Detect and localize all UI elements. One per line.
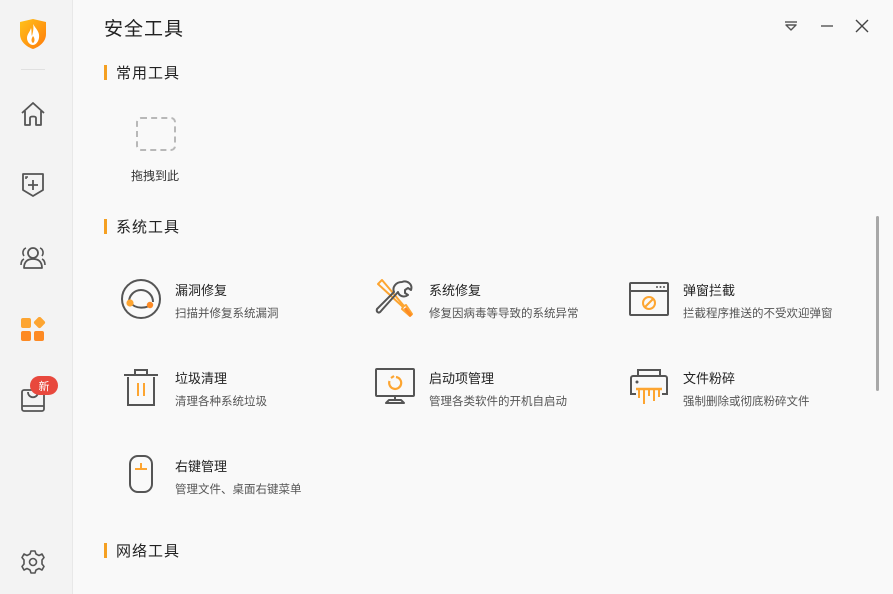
tool-desc: 拦截程序推送的不受欢迎弹窗 [683,306,833,320]
tool-desc: 管理文件、桌面右键菜单 [175,482,302,496]
section-title-common: 常用工具 [104,62,180,83]
tool-context-menu[interactable]: 右键管理 管理文件、桌面右键菜单 [119,455,302,498]
vulnerability-fix-icon [119,277,163,321]
tool-name: 弹窗拦截 [683,284,736,299]
drop-zone-label: 拖拽到此 [131,169,180,183]
tool-desc: 扫描并修复系统漏洞 [175,306,279,320]
menu-dropdown-button[interactable] [781,16,801,36]
tool-junk-clean[interactable]: 垃圾清理 清理各种系统垃圾 [119,369,267,410]
minimize-button[interactable] [817,16,837,36]
tool-name: 垃圾清理 [175,372,228,387]
tool-startup-manage[interactable]: 启动项管理 管理各类软件的开机自启动 [373,368,567,410]
users-icon [20,247,46,269]
mouse-icon [119,453,163,497]
vertical-scrollbar[interactable] [876,216,879,391]
tool-name: 文件粉碎 [683,372,736,387]
sidebar-item-home[interactable] [17,98,49,130]
tool-name: 右键管理 [175,460,228,475]
sidebar-item-protection[interactable] [17,169,49,201]
shredder-icon [627,365,671,409]
settings-button[interactable] [17,546,49,578]
tool-popup-block[interactable]: 弹窗拦截 拦截程序推送的不受欢迎弹窗 [627,282,833,322]
tool-desc: 修复因病毒等导致的系统异常 [429,306,579,320]
startup-monitor-icon [373,365,417,409]
tool-name: 漏洞修复 [175,284,228,299]
tool-desc: 强制删除或彻底粉碎文件 [683,394,810,408]
wrench-screwdriver-icon [373,277,417,321]
dropdown-menu-icon [785,21,797,31]
gear-icon [21,550,45,574]
tool-desc: 管理各类软件的开机自启动 [429,394,567,408]
tool-vulnerability-fix[interactable]: 漏洞修复 扫描并修复系统漏洞 [119,279,279,322]
drop-zone[interactable] [136,117,176,151]
shield-plus-icon [22,173,44,197]
page-title: 安全工具 [104,18,185,40]
sidebar-item-users[interactable] [17,241,49,273]
close-button[interactable] [852,16,872,36]
close-icon [855,19,869,33]
sidebar: 新 [0,0,73,594]
new-badge: 新 [30,376,58,395]
section-title-network: 网络工具 [104,540,180,561]
apps-icon [21,317,46,341]
flame-shield-logo-icon [18,18,48,50]
tool-name: 启动项管理 [429,372,495,387]
home-icon [21,102,45,126]
tool-file-shred[interactable]: 文件粉碎 强制删除或彻底粉碎文件 [627,369,810,410]
main-content: 安全工具 常用工具 拖拽到此 系统工具 [73,0,893,594]
popup-block-icon [627,277,671,321]
sidebar-item-tools[interactable] [17,314,49,346]
section-title-system: 系统工具 [104,216,180,237]
tool-desc: 清理各种系统垃圾 [175,394,267,408]
tool-system-repair[interactable]: 系统修复 修复因病毒等导致的系统异常 [373,279,579,322]
sidebar-divider [21,69,45,70]
minimize-icon [821,25,833,27]
tool-name: 系统修复 [429,284,482,299]
trash-icon [119,365,163,409]
